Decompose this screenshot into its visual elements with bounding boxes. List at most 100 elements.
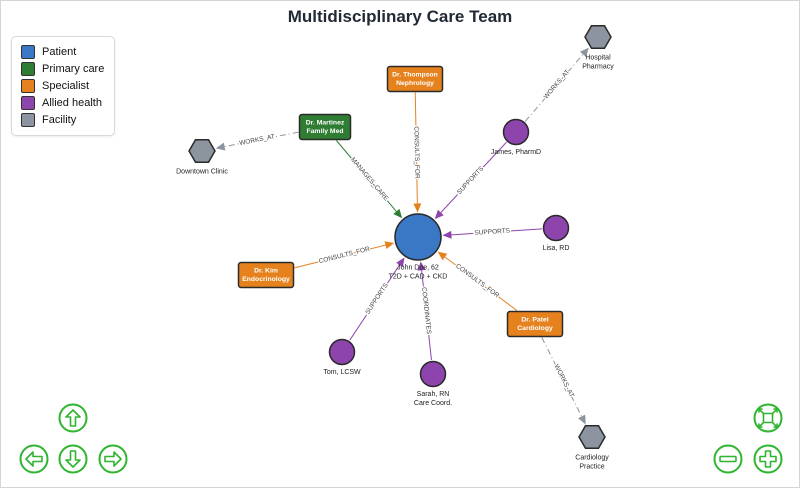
edge-label: SUPPORTS: [474, 227, 511, 236]
edge-james-pharmacy[interactable]: WORKS_AT: [524, 47, 589, 122]
node-label: Dr. Martinez: [306, 119, 345, 126]
legend-item-patient: Patient: [21, 44, 76, 60]
legend-swatch-primary-care: [21, 62, 35, 76]
legend-swatch-facility: [21, 113, 35, 127]
node-label: Hospital: [585, 55, 611, 62]
node-shape: [502, 118, 530, 146]
node-label: Dr. Thompson: [392, 71, 438, 78]
node-label: Tom, LCSW: [323, 369, 361, 376]
edge-arrowhead: [417, 261, 426, 271]
edge-line: [541, 337, 583, 417]
node-shape: [394, 213, 442, 261]
edge-arrowhead: [442, 230, 452, 239]
node-sarah[interactable]: Sarah, RN Care Coord.: [414, 360, 452, 408]
edge-line: [349, 264, 400, 341]
legend-swatch-specialist: [21, 79, 35, 93]
arrow-up-icon: [65, 409, 81, 427]
edge-arrowhead: [578, 414, 586, 425]
control-ring: [98, 444, 128, 474]
edge-label: MANAGES_CARE: [349, 156, 390, 202]
node-shape: [298, 113, 352, 141]
node-shape: [188, 138, 216, 164]
node-label: Cardiology: [517, 325, 553, 332]
node-label: Family Med: [306, 128, 343, 135]
zoom-out-button[interactable]: [713, 444, 743, 474]
control-ring: [713, 444, 743, 474]
edge-label: WORKS_AT: [553, 363, 575, 398]
edge-arrowhead: [215, 142, 226, 151]
edge-patel-cardpractice[interactable]: WORKS_AT: [541, 337, 586, 425]
node-james[interactable]: James, PharmD: [491, 118, 541, 157]
edge-label: WORKS_AT: [543, 69, 572, 101]
legend-swatch-allied-health: [21, 96, 35, 110]
node-label: John Doe, 62: [397, 265, 439, 272]
legend-label: Allied health: [42, 97, 102, 109]
node-shape: [237, 261, 295, 289]
legend-label: Primary care: [42, 63, 105, 75]
legend-item-allied-health: Allied health: [21, 95, 102, 111]
pan-right-button[interactable]: [98, 444, 128, 474]
edge-arrowhead: [579, 47, 589, 58]
edge-lisa-patient[interactable]: SUPPORTS: [442, 226, 543, 239]
zoom-in-button[interactable]: [753, 444, 783, 474]
edge-line: [336, 140, 397, 212]
pan-left-button[interactable]: [19, 444, 49, 474]
legend-swatch-patient: [21, 45, 35, 59]
arrow-right-icon: [104, 451, 122, 467]
node-label: Sarah, RN: [417, 391, 450, 398]
legend-item-facility: Facility: [21, 112, 76, 128]
node-label: Cardiology: [575, 455, 609, 462]
node-tom[interactable]: Tom, LCSW: [323, 338, 361, 377]
minus-icon: [719, 455, 737, 463]
edge-label: CONSULTS_FOR: [454, 263, 500, 300]
pan-down-button[interactable]: [58, 444, 88, 474]
edge-thompson-patient[interactable]: CONSULTS_FOR: [411, 92, 422, 213]
edge-line: [524, 54, 584, 122]
control-ring: [58, 444, 88, 474]
node-label: Endocrinology: [242, 276, 290, 283]
control-ring: [58, 403, 88, 433]
fit-view-button[interactable]: [753, 403, 783, 433]
node-label: Lisa, RD: [543, 245, 570, 252]
edge-label: COORDINATES: [420, 287, 432, 335]
node-label: Practice: [579, 464, 604, 471]
edge-martinez-downtown[interactable]: WORKS_AT: [215, 131, 299, 151]
node-shape: [328, 338, 356, 366]
node-lisa[interactable]: Lisa, RD: [543, 214, 570, 253]
edge-label: SUPPORTS: [456, 165, 486, 196]
node-label: Pharmacy: [582, 64, 614, 71]
edge-kim-patient[interactable]: CONSULTS_FOR: [294, 241, 395, 269]
edge-martinez-patient[interactable]: MANAGES_CARE: [336, 140, 403, 219]
edge-arrowhead: [396, 257, 405, 268]
edge-label: WORKS_AT: [239, 133, 276, 147]
node-downtown[interactable]: Downtown Clinic: [176, 138, 228, 176]
legend-label: Specialist: [42, 80, 90, 92]
edge-arrowhead: [437, 251, 448, 261]
edge-label: CONSULTS_FOR: [318, 246, 371, 266]
node-label: Dr. Kim: [254, 267, 278, 274]
legend-label: Patient: [42, 46, 77, 58]
edge-line: [444, 256, 518, 311]
node-shape: [386, 65, 444, 93]
legend: Patient Primary care Specialist Allied h…: [11, 36, 115, 136]
edge-arrowhead: [384, 241, 395, 250]
node-shape: [506, 310, 564, 338]
pan-up-button[interactable]: [58, 403, 88, 433]
node-label: Care Coord.: [414, 400, 452, 407]
node-label: Dr. Patel: [521, 316, 548, 323]
edge-arrowhead: [393, 208, 403, 219]
legend-item-specialist: Specialist: [21, 78, 89, 94]
edge-line: [440, 141, 507, 213]
node-label: Downtown Clinic: [176, 169, 228, 176]
edge-patel-patient[interactable]: CONSULTS_FOR: [437, 251, 518, 311]
